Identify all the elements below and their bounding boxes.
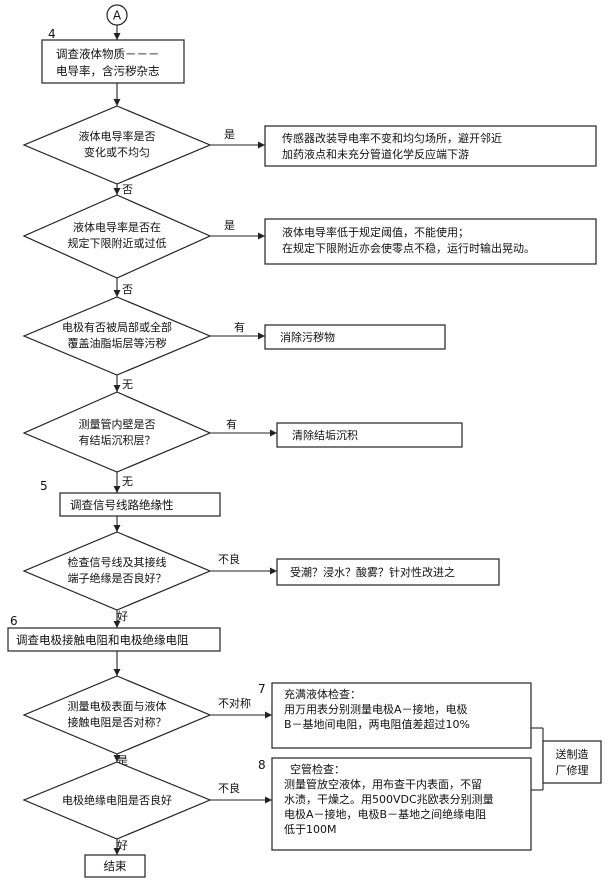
sensor-advice-box: 传感器改装导电率不变和均匀场所，避开邻近 加药液点和未充分管道化学反应端下游 [264, 125, 597, 167]
d2-text-2: 规定下限附近或过低 [68, 236, 167, 250]
d7-text: 电极绝缘电阻是否良好 [62, 793, 172, 807]
decision-pipe-scale: 测量管内壁是否 有结垢沉积层？ [22, 391, 212, 473]
full-liquid-check-box: 充满液体检查： 用万用表分别测量电极A－接地，电极 B－基地间电阻，两电阻值差超… [271, 682, 532, 749]
empty-check-text-4: 低于100M [284, 823, 337, 836]
investigate-liquid-text-1: 调查液体物质－－－ [56, 47, 160, 61]
full-check-title: 充满液体检查： [284, 687, 361, 701]
d1-text-2: 变化或不均匀 [84, 145, 150, 159]
connector-a: A [106, 4, 128, 26]
step-number-8: 8 [258, 758, 266, 772]
decision-conductivity-low: 液体电导率是否在 规定下限附近或过低 [22, 194, 212, 279]
step-number-4: 4 [48, 27, 56, 41]
d6-asym-label: 不对称 [218, 696, 251, 710]
d3-no-label: 无 [122, 378, 133, 391]
d5-text-1: 检查信号线及其接线 [68, 555, 167, 569]
remove-scale-text: 清除结垢沉积 [292, 428, 358, 442]
empty-pipe-check-box: 空管检查： 测量管放空液体，用布查干内表面，不留 水渍，干燥之。用500VDC兆… [271, 757, 532, 851]
conductivity-low-text-1: 液体电导率低于规定阈值，不能使用； [282, 225, 469, 239]
d5-text-2: 端子绝缘是否良好？ [68, 571, 167, 585]
conductivity-low-box: 液体电导率低于规定阈值，不能使用； 在规定下限附近亦会使零点不稳，运行时输出晃动… [264, 218, 597, 265]
step-number-5: 5 [40, 479, 48, 493]
decision-signal-insulation: 检查信号线及其接线 端子绝缘是否良好？ [22, 531, 212, 611]
decision-conductivity-change: 液体电导率是否 变化或不均匀 [22, 105, 212, 185]
d6-yes-label: 是 [117, 754, 128, 767]
decision-contact-resistance: 测量电极表面与液体 接触电阻是否对称？ [22, 675, 212, 755]
d2-yes-label: 是 [224, 219, 235, 232]
d5-good-label: 好 [117, 609, 128, 623]
d6-text-2: 接触电阻是否对称？ [68, 715, 167, 729]
full-check-text-1: 用万用表分别测量电极A－接地，电极 [284, 702, 468, 716]
d2-no-label: 否 [122, 283, 133, 296]
remove-dirt-box: 消除污秽物 [264, 324, 446, 350]
d4-text-1: 测量管内壁是否 [79, 417, 156, 431]
conductivity-low-text-2: 在规定下限附近亦会使零点不稳，运行时输出晃动。 [282, 241, 535, 255]
step-number-6: 6 [10, 614, 18, 628]
empty-check-text-3: 电极A－接地，电极B－基地之间绝缘电阻 [284, 807, 486, 821]
sensor-advice-text-2: 加药液点和未充分管道化学反应端下游 [282, 147, 469, 161]
investigate-insulation-text: 调查信号线路绝缘性 [70, 498, 174, 512]
sensor-advice-text-1: 传感器改装导电率不变和均匀场所，避开邻近 [282, 131, 502, 145]
d4-yes-label: 有 [226, 417, 237, 431]
step-number-7: 7 [258, 682, 266, 696]
investigate-resistance-text: 调查电极接触电阻和电极绝缘电阻 [16, 633, 189, 647]
d7-bad-label: 不良 [218, 781, 240, 795]
remove-scale-box: 清除结垢沉积 [276, 422, 463, 448]
d1-no-label: 否 [122, 183, 133, 196]
d3-yes-label: 有 [234, 320, 245, 334]
empty-check-text-1: 测量管放空液体，用布查干内表面，不留 [284, 777, 482, 791]
decision-insulation-resistance: 电极绝缘电阻是否良好 [22, 761, 212, 840]
d6-text-1: 测量电极表面与液体 [68, 699, 167, 713]
end-text: 结束 [104, 859, 127, 873]
moisture-fix-box: 受潮？浸水？酸雾？针对性改进之 [276, 558, 500, 586]
factory-repair-text-2: 厂修理 [556, 763, 589, 777]
d1-text-1: 液体电导率是否 [79, 129, 156, 143]
d3-text-1: 电极有否被局部或全部 [62, 320, 172, 334]
d4-text-2: 有结垢沉积层？ [79, 433, 156, 447]
end-box: 结束 [84, 854, 146, 878]
connector-label: A [113, 9, 122, 23]
factory-repair-box: 送制造 厂修理 [542, 740, 602, 784]
d2-text-1: 液体电导率是否在 [73, 220, 161, 234]
flow-lines [113, 25, 544, 855]
empty-check-text-2: 水渍，干燥之。用500VDC兆欧表分别测量 [284, 792, 494, 806]
factory-repair-text-1: 送制造 [556, 747, 589, 761]
investigate-resistance-box: 调查电极接触电阻和电极绝缘电阻 [7, 627, 221, 652]
empty-check-title: 空管检查： [290, 762, 345, 776]
investigate-insulation-box: 调查信号线路绝缘性 [59, 492, 221, 517]
investigate-liquid-box: 调查液体物质－－－ 电导率，含污秽杂志 [41, 39, 185, 84]
remove-dirt-text: 消除污秽物 [280, 330, 335, 344]
moisture-fix-text: 受潮？浸水？酸雾？针对性改进之 [290, 565, 455, 579]
d7-good-label: 好 [117, 838, 128, 852]
d4-no-label: 无 [122, 475, 133, 488]
d5-bad-label: 不良 [218, 552, 240, 566]
d3-text-2: 覆盖油脂垢层等污秽 [68, 336, 167, 350]
full-check-text-2: B－基地间电阻，两电阻值差超过10% [284, 717, 470, 731]
d1-yes-label: 是 [224, 128, 235, 141]
investigate-liquid-text-2: 电导率，含污秽杂志 [56, 64, 160, 78]
decision-electrode-covered: 电极有否被局部或全部 覆盖油脂垢层等污秽 [22, 296, 212, 376]
connector-circle [106, 4, 128, 26]
